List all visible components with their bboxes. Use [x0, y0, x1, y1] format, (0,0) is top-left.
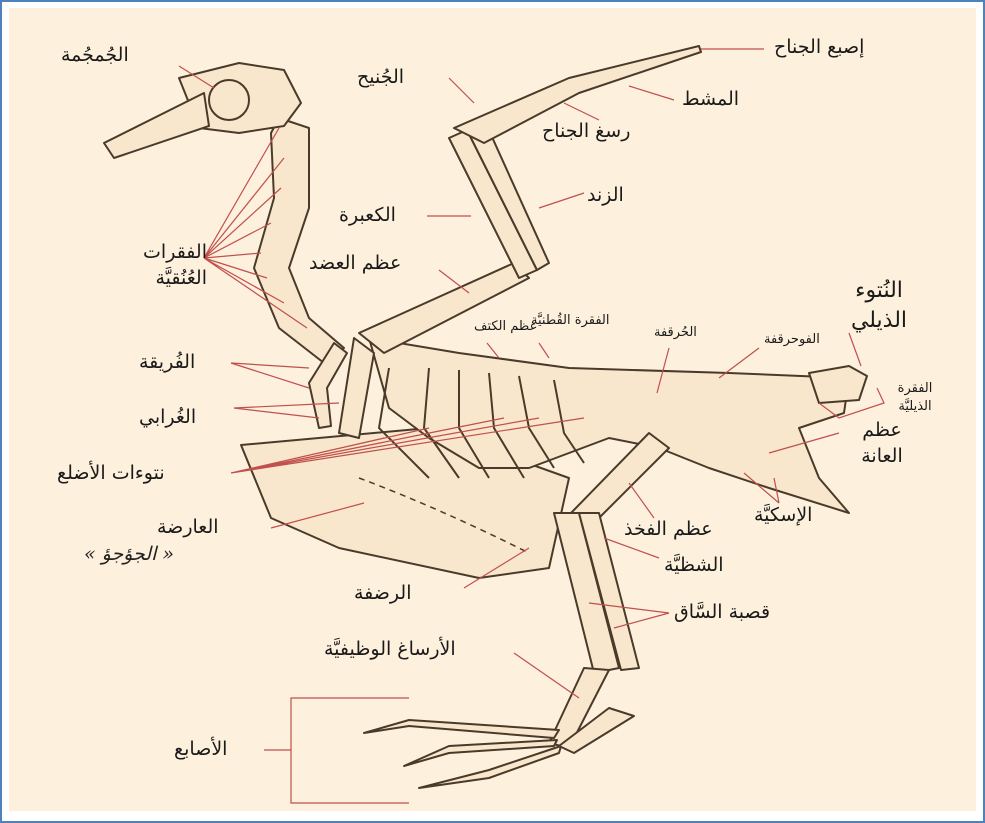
label-fibula: الشظيَّة: [664, 556, 724, 575]
handwritten-keel-note: « الجؤجؤ »: [84, 543, 174, 565]
leader-comb: [629, 86, 674, 100]
leader-carpometacarpus: [564, 103, 599, 120]
label-patella: الرضفة: [354, 584, 411, 603]
label-radius: الكعبرة: [339, 206, 396, 225]
leader-pygostyle: [849, 333, 861, 366]
label-coracoid: الغُرابي: [139, 408, 196, 427]
label-scapula: عظم الكتف: [474, 320, 537, 333]
leader-tarsometatarsus: [514, 653, 579, 698]
beak-bone: [104, 93, 209, 158]
diagram-canvas: إصبع الجناح المشط رسغ الجناح الجُنيح الج…: [9, 8, 976, 811]
leader-scapula: [487, 343, 499, 358]
label-tibiotarsus: قصبة السَّاق: [674, 603, 770, 622]
label-skull: الجُمجُمة: [61, 46, 129, 65]
label-carpometacarpus: رسغ الجناح: [542, 122, 630, 141]
label-wing-finger: إصبع الجناح: [774, 38, 864, 57]
label-cervical-vertebrae: الفقرات العُنُقيَّة: [97, 240, 207, 291]
label-furcula: الفُريقة: [139, 353, 195, 372]
leader-toes: [264, 698, 409, 803]
label-lumbar-vertebrae: الفقرة القُطنيَّة: [531, 314, 609, 327]
leader-fibula: [604, 538, 659, 558]
neck-bone: [254, 118, 344, 363]
label-humerus: عظم العضد: [309, 254, 401, 273]
pygostyle-bone: [809, 366, 867, 403]
leader-alula: [449, 78, 474, 103]
label-synsacrum: الفوحرقفة: [764, 333, 820, 346]
label-femur: عظم الفخذ: [624, 520, 713, 539]
label-comb: المشط: [682, 90, 739, 109]
label-toes: الأصابع: [174, 740, 227, 759]
label-ilium: الحُرقفة: [654, 326, 697, 339]
label-rib-processes: نتوءات الأضلع: [57, 464, 165, 483]
humerus-bone: [359, 263, 529, 353]
leader-ulna: [539, 193, 584, 208]
label-keel: العارضة: [157, 518, 219, 537]
label-alula: الجُنيح: [357, 68, 404, 87]
toe-1: [364, 720, 559, 738]
label-ulna: الزند: [587, 186, 624, 205]
leader-lumbar: [539, 343, 549, 358]
label-pygostyle: النُتوء الذيلي: [844, 276, 914, 335]
label-tarsometatarsus: الأرساغ الوظيفيَّة: [324, 640, 456, 659]
leader-coracoid-2: [234, 408, 319, 418]
leader-femur: [629, 483, 654, 518]
label-caudal-vertebrae: الفقرة الذيليَّة: [885, 380, 945, 416]
label-ischium: الإسكيَّة: [754, 506, 812, 525]
label-pubis: عظم العانة: [847, 418, 917, 469]
